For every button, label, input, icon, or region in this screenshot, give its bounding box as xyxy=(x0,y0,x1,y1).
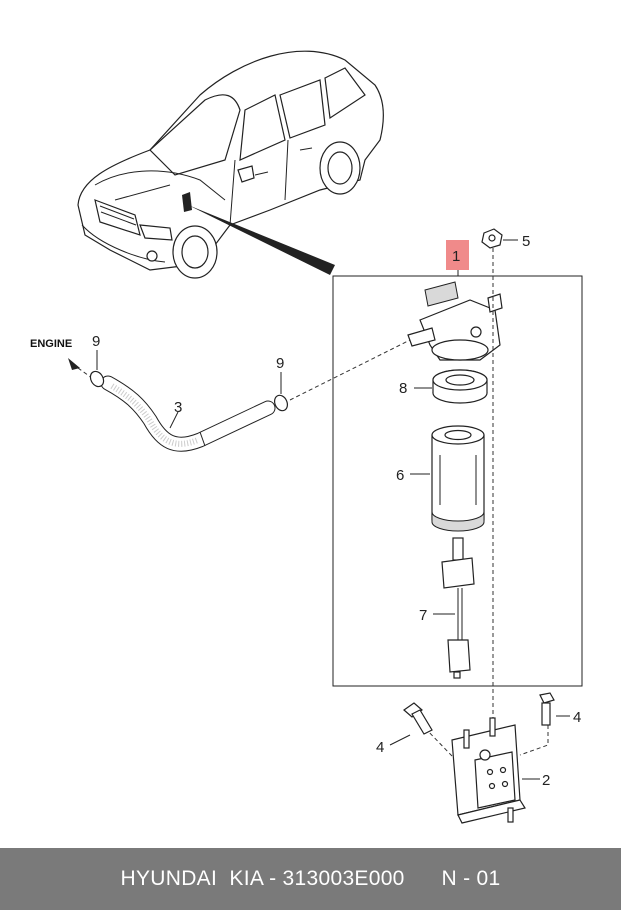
engine-label: ENGINE xyxy=(30,338,72,350)
callout-4-left: 4 xyxy=(376,739,384,756)
fuel-hose xyxy=(100,375,276,452)
callout-4-right: 4 xyxy=(573,709,581,726)
callout-9-right: 9 xyxy=(276,355,284,372)
filter-bracket xyxy=(451,717,526,824)
callout-3: 3 xyxy=(174,399,182,416)
callout-6: 6 xyxy=(396,467,404,484)
bolt-right xyxy=(539,692,555,726)
footer-part-number: HYUNDAI KIA - 313003E000 xyxy=(120,867,405,890)
callout-7: 7 xyxy=(419,607,427,624)
callout-8: 8 xyxy=(399,380,407,397)
filter-ring xyxy=(432,369,488,404)
vehicle-illustration xyxy=(77,50,384,279)
footer-spacer xyxy=(405,867,442,891)
mounting-nut xyxy=(481,228,503,249)
callout-highlight-1 xyxy=(446,240,469,270)
filter-head xyxy=(407,281,503,361)
parts-diagram: 1 8 6 7 5 xyxy=(30,50,583,824)
callout-9-left: 9 xyxy=(92,333,100,350)
hose-clamp-right xyxy=(273,394,289,412)
part-number-footer: HYUNDAI KIA - 313003E000 N - 01 xyxy=(0,848,621,910)
assembly-line-engine xyxy=(77,367,93,379)
callout-1: 1 xyxy=(452,248,460,265)
assembly-line-bolt-left xyxy=(424,727,453,757)
bolt-left xyxy=(403,702,433,735)
fuel-filter-cartridge xyxy=(431,425,485,532)
footer-code: N - 01 xyxy=(441,867,501,890)
water-sensor xyxy=(441,537,475,679)
callout-5: 5 xyxy=(522,233,530,250)
assembly-line-hose xyxy=(289,339,411,401)
assembly-line-bolt-right xyxy=(519,725,549,756)
callout-2: 2 xyxy=(542,772,550,789)
hose-clamp-left xyxy=(89,370,105,388)
